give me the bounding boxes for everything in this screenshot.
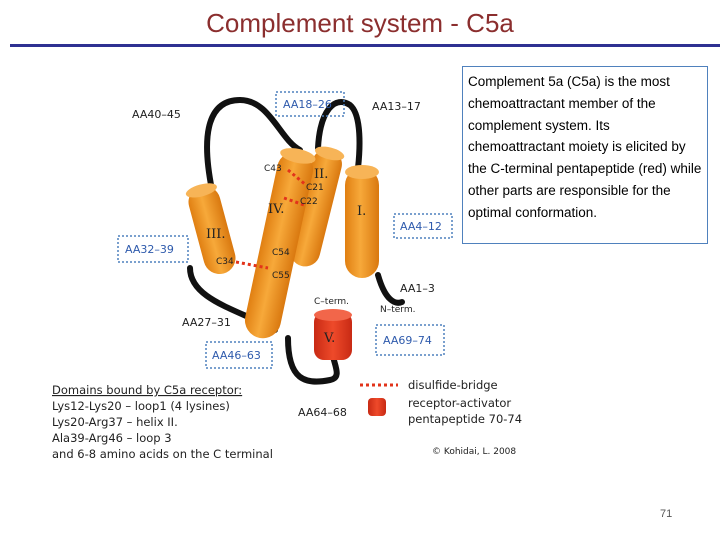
- label-aa32-39: AA32–39: [125, 243, 174, 256]
- helix-1-label: I.: [357, 204, 366, 219]
- legend: disulfide-bridge receptor-activator pent…: [360, 378, 522, 457]
- legend-disulfide-label: disulfide-bridge: [408, 378, 498, 392]
- disulfide-bridges: [235, 168, 307, 270]
- label-aa69-74: AA69–74: [383, 334, 432, 347]
- domains-list: Domains bound by C5a receptor: Lys12-Lys…: [52, 383, 273, 461]
- residue-c21: C21: [306, 183, 324, 193]
- title-underline: [10, 44, 720, 47]
- helix-1: [345, 165, 379, 278]
- label-aa18-26: AA18–26: [283, 98, 332, 111]
- helix-5-pentapeptide: [314, 309, 352, 360]
- helix-3-label: III.: [206, 227, 226, 242]
- label-aa4-12: AA4–12: [400, 220, 442, 233]
- domain-item: Lys20-Arg37 – helix II.: [52, 415, 178, 429]
- legend-receptor-label-2: pentapeptide 70-74: [408, 412, 522, 426]
- label-aa46-63: AA46–63: [212, 349, 261, 362]
- label-aa40-45: AA40–45: [132, 108, 181, 121]
- residue-c54: C54: [272, 248, 290, 258]
- domain-item: and 6-8 amino acids on the C terminal: [52, 447, 273, 461]
- legend-receptor-label: receptor-activator: [408, 396, 511, 410]
- label-n-term: N–term.: [380, 305, 415, 315]
- residue-c34: C34: [216, 257, 234, 267]
- domain-item: Lys12-Lys20 – loop1 (4 lysines): [52, 399, 230, 413]
- aa4-12-box: [393, 213, 453, 239]
- description-box: Complement 5a (C5a) is the most chemoatt…: [462, 66, 708, 244]
- slide-title: Complement system - C5a: [206, 8, 514, 38]
- helix-5-label: V.: [323, 331, 335, 346]
- legend-pentapeptide-swatch: [368, 398, 386, 416]
- residue-c43: C43: [264, 164, 282, 174]
- aa18-26-box: [275, 91, 345, 117]
- residue-c55: C55: [272, 271, 290, 281]
- label-aa27-31: AA27–31: [182, 316, 231, 329]
- aa46-63-box: [205, 341, 273, 369]
- helix-3: [185, 183, 236, 275]
- label-aa1-3: AA1–3: [400, 282, 435, 295]
- domains-heading: Domains bound by C5a receptor:: [52, 383, 242, 397]
- helix-2: [290, 146, 345, 267]
- page-number: 71: [660, 508, 673, 520]
- domain-item: Ala39-Arg46 – loop 3: [52, 431, 172, 445]
- label-c-term: C–term.: [314, 297, 349, 307]
- aa69-74-box: [375, 324, 445, 356]
- helix-4: [244, 148, 316, 339]
- label-aa64-68: AA64–68: [298, 406, 347, 419]
- copyright: © Kohidai, L. 2008: [432, 447, 516, 457]
- residue-c22: C22: [300, 197, 318, 207]
- helix-2-label: II.: [314, 167, 328, 182]
- helix-4-label: IV.: [268, 202, 284, 217]
- label-aa13-17: AA13–17: [372, 100, 421, 113]
